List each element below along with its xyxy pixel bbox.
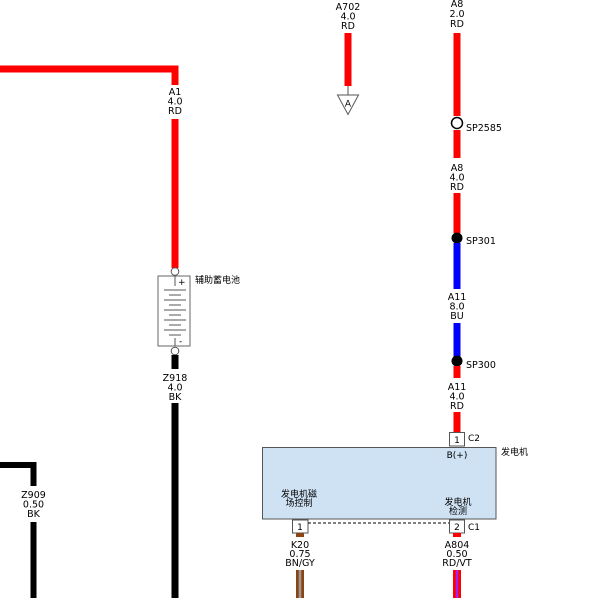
wire-gauge: 8.0: [449, 302, 464, 313]
connector-c2-pin: 1: [454, 436, 460, 446]
wire-color-code: RD: [168, 106, 182, 117]
splice-sp2585-open-icon: [450, 116, 464, 130]
wire-label-a804: A804 0.50 RD/VT: [442, 540, 472, 569]
wire-color-code: BK: [27, 509, 41, 520]
wire-color-code: RD/VT: [442, 558, 472, 569]
generator-field-control-line2: 场控制: [285, 497, 312, 509]
wire-label-a11-upper: A11 8.0 BU: [448, 292, 467, 322]
wire-label-k20: K20 0.75 BN/GY: [285, 540, 315, 569]
generator-field-control-line1: 发电机磁: [281, 488, 317, 500]
battery-plus-sign: +: [178, 278, 186, 288]
wire-gauge: 0.50: [23, 500, 44, 511]
wire-color-code: BK: [169, 392, 183, 403]
wire-color-code: BU: [450, 311, 464, 322]
wire-circuit: Z909: [21, 490, 46, 501]
generator-terminal-b: B(+): [447, 451, 468, 461]
splice-label-sp2585: SP2585: [466, 123, 502, 134]
wire-color-code: RD: [450, 401, 464, 412]
connector-c2-pin-box: [449, 432, 465, 447]
auxiliary-battery: + -: [157, 267, 191, 356]
wire-a804-stub: [453, 533, 461, 537]
wire-circuit: A1: [169, 87, 182, 98]
battery-minus-sign: -: [179, 337, 182, 347]
connector-c2-label: C2: [468, 434, 480, 444]
wire-label-a1: A1 4.0 RD: [167, 87, 182, 117]
generator-detect-line2: 检测: [449, 505, 467, 517]
offpage-reference-triangle-icon: [336, 94, 360, 116]
wire-gauge: 4.0: [449, 392, 464, 403]
splice-label-sp300: SP300: [466, 360, 496, 371]
wire-color-code: RD: [450, 19, 464, 30]
wire-label-a8-mid: A8 4.0 RD: [449, 163, 464, 193]
wire-label-a11-lower: A11 4.0 RD: [448, 382, 467, 412]
wire-color-code: BN/GY: [285, 558, 315, 569]
wire-gauge: 2.0: [449, 9, 464, 20]
connector-c2: 1: [449, 432, 465, 447]
splice-label-sp301: SP301: [466, 236, 496, 247]
wire-k20-stub: [296, 533, 304, 537]
splice-sp300-solid-icon: [451, 355, 463, 367]
wire-circuit: A8: [451, 0, 464, 10]
wire-circuit: A804: [445, 540, 470, 551]
generator-detect-line1: 发电机: [444, 496, 471, 508]
connector-c1-pin: 2: [454, 523, 460, 533]
wire-label-z918: Z918 4.0 BK: [163, 373, 188, 403]
wire-circuit: A8: [451, 163, 464, 174]
battery-negative-terminal: [170, 346, 180, 356]
battery-body: [157, 275, 191, 347]
wire-circuit: A11: [448, 382, 467, 393]
wire-label-a8-top: A8 2.0 RD: [449, 0, 464, 30]
wire-circuit: A702: [336, 2, 361, 13]
offpage-reference-label: A: [345, 100, 352, 110]
wire-color-code: RD: [450, 182, 464, 193]
wire-gauge: 4.0: [167, 383, 182, 394]
wire-color-code: RD: [341, 21, 355, 32]
wire-gauge: 4.0: [449, 173, 464, 184]
connector-c1-pin: 1: [297, 523, 303, 533]
generator-name: 发电机: [501, 446, 528, 458]
wire-circuit: A11: [448, 292, 467, 303]
wire-circuit: K20: [291, 540, 309, 551]
wire-gauge: 0.50: [446, 549, 467, 560]
wire-gauge: 0.75: [289, 549, 310, 560]
wire-gauge: 4.0: [167, 97, 182, 108]
wire-gauge: 4.0: [340, 12, 355, 23]
wire-label-a702: A702 4.0 RD: [336, 2, 361, 32]
splice-sp301-solid-icon: [451, 232, 463, 244]
connector-c1: 1 2: [292, 519, 465, 534]
wire-circuit: Z918: [163, 373, 188, 384]
battery-positive-terminal: [170, 267, 180, 276]
wire-label-z909: Z909 0.50 BK: [21, 490, 46, 520]
battery-name: 辅助蓄电池: [195, 274, 240, 286]
connector-c1-label: C1: [468, 523, 480, 533]
generator-body: [262, 447, 497, 520]
